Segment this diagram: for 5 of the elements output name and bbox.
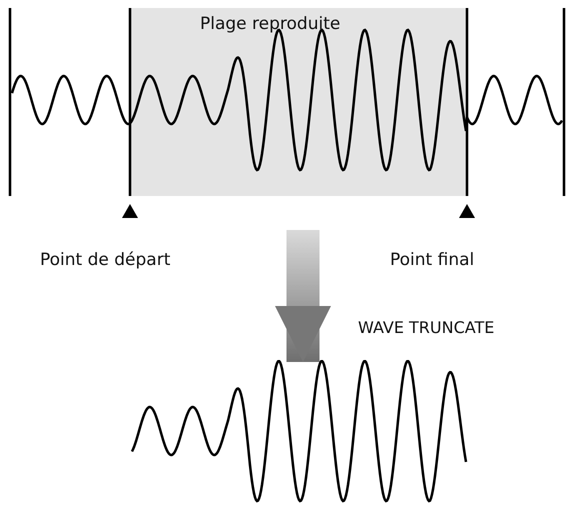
marker-label: Point de départ [40, 250, 170, 270]
transform-arrow [275, 230, 331, 362]
range-label: Plage reproduite [200, 14, 340, 34]
edge-label: WAVE TRUNCATE [358, 318, 494, 337]
marker-label: Point final [390, 250, 474, 270]
